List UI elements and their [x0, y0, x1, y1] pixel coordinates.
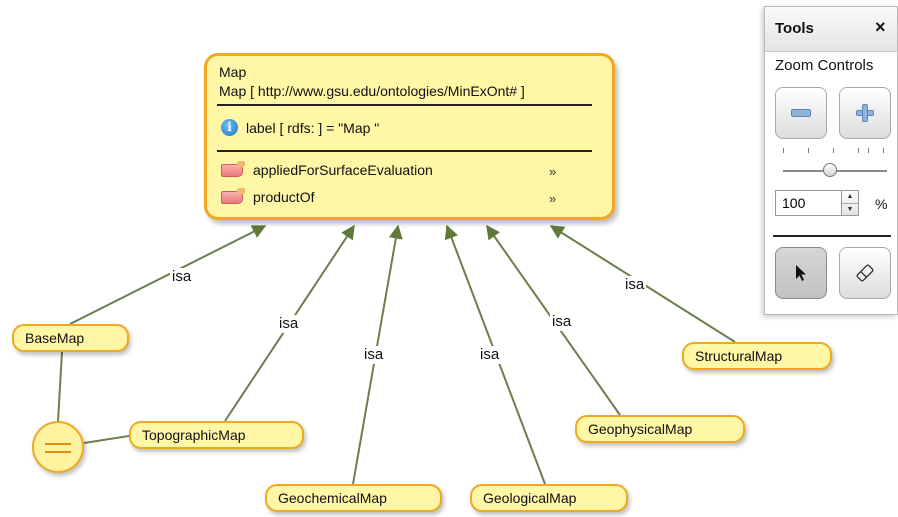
card-divider	[217, 150, 592, 152]
stepper-down-icon[interactable]: ▼	[846, 206, 854, 213]
expand-property-button[interactable]: »	[549, 191, 557, 206]
zoom-unit: %	[875, 196, 888, 212]
edge-basemap	[69, 225, 267, 325]
annotation-row[interactable]: i label [ rdfs: ] = "Map "	[221, 119, 379, 136]
expand-property-button[interactable]: »	[549, 164, 557, 179]
stepper-up-icon[interactable]: ▲	[842, 191, 858, 204]
class-node-geological[interactable]: GeologicalMap	[470, 484, 628, 512]
zoom-stepper[interactable]: ▲ ▼	[841, 190, 859, 216]
equivalence-edge-topographic	[83, 435, 130, 444]
isa-label-basemap: isa	[170, 268, 194, 286]
zoom-slider-ticks	[783, 148, 884, 154]
class-name: Map	[219, 64, 247, 80]
eraser-icon	[856, 264, 874, 282]
eraser-tool-button[interactable]	[839, 247, 891, 299]
class-node-structural[interactable]: StructuralMap	[682, 342, 832, 370]
tools-panel: Tools × Zoom Controls ▲ ▼ %	[764, 6, 898, 315]
isa-label-structural: isa	[623, 276, 647, 294]
isa-label-geophysical: isa	[550, 313, 574, 331]
class-node-basemap[interactable]: BaseMap	[12, 324, 129, 352]
class-node-geochemical[interactable]: GeochemicalMap	[265, 484, 442, 512]
equivalence-node-icon[interactable]	[32, 421, 84, 473]
tools-panel-header[interactable]: Tools ×	[765, 7, 897, 52]
property-row-productOf[interactable]: productOf	[221, 187, 315, 205]
tools-divider	[773, 235, 891, 237]
property-row-appliedForSurfaceEvaluation[interactable]: appliedForSurfaceEvaluation	[221, 160, 433, 178]
close-icon[interactable]: ×	[875, 17, 886, 37]
isa-label-topographic: isa	[277, 315, 301, 333]
main-class-node[interactable]: Map Map [ http://www.gsu.edu/ontologies/…	[204, 53, 615, 220]
object-property-icon	[221, 160, 245, 177]
class-node-topographic[interactable]: TopographicMap	[129, 421, 304, 449]
property-label: productOf	[253, 189, 315, 205]
annotation-text: label [ rdfs: ] = "Map "	[246, 119, 380, 136]
zoom-out-button[interactable]	[775, 87, 827, 139]
zoom-slider-thumb[interactable]	[822, 163, 837, 177]
isa-label-geological: isa	[478, 346, 502, 364]
card-divider	[217, 104, 592, 106]
pointer-icon	[796, 265, 806, 281]
property-label: appliedForSurfaceEvaluation	[253, 162, 433, 178]
isa-label-geochemical: isa	[362, 346, 386, 364]
class-full-name: Map [ http://www.gsu.edu/ontologies/MinE…	[219, 83, 525, 99]
class-node-geophysical[interactable]: GeophysicalMap	[575, 415, 745, 443]
zoom-in-button[interactable]	[839, 87, 891, 139]
select-tool-button[interactable]	[775, 247, 827, 299]
equivalence-edge-basemap	[57, 351, 63, 422]
zoom-controls-label: Zoom Controls	[775, 57, 874, 74]
plus-icon	[856, 104, 874, 122]
tools-title: Tools	[775, 20, 814, 37]
info-icon: i	[221, 119, 238, 136]
object-property-icon	[221, 187, 245, 204]
minus-icon	[791, 109, 811, 117]
